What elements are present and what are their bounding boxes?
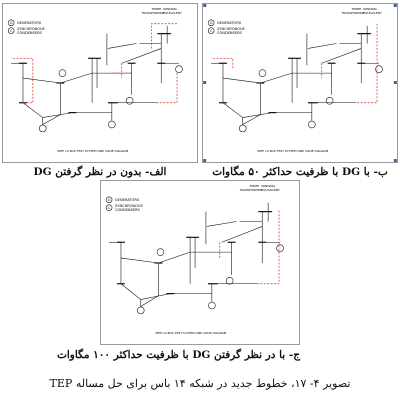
panel-a: G GENERATORS C SYNCHRONOUS CONDENSERS TH… bbox=[2, 3, 198, 163]
transformer-label-3: TRANSFORMER bbox=[340, 11, 363, 15]
legend-condensers-1: SYNCHRONOUS bbox=[217, 27, 246, 31]
diagram-c: G GENERATORS C SYNCHRONOUS CONDENSERS TH… bbox=[105, 184, 284, 335]
transformer-label-2: WINDING bbox=[163, 7, 177, 11]
diagram-footer: IEEE 14 BUS TEST SYSTEM ONE CODE DIAGRAM bbox=[58, 149, 129, 153]
transformer-label-4: EQUIVALENT bbox=[363, 11, 382, 15]
transformer-label-1: THREE bbox=[150, 7, 161, 11]
condenser-symbol: C bbox=[108, 206, 111, 210]
generator-symbol: G bbox=[210, 21, 213, 25]
generator-symbol: G bbox=[10, 21, 13, 25]
legend-generators: GENERATORS bbox=[217, 21, 242, 25]
transformer-label-1: THREE bbox=[350, 7, 361, 11]
legend-generators: GENERATORS bbox=[17, 21, 42, 25]
diagram-b: G GENERATORS C SYNCHRONOUS CONDENSERS TH… bbox=[203, 4, 397, 162]
legend-condensers-1: SYNCHRONOUS bbox=[115, 204, 144, 208]
generator-symbol: G bbox=[108, 198, 111, 202]
transformer-label-4: EQUIVALENT bbox=[261, 188, 280, 192]
panel-b: G GENERATORS C SYNCHRONOUS CONDENSERS TH… bbox=[202, 3, 398, 163]
legend-condensers-1: SYNCHRONOUS bbox=[17, 27, 46, 31]
transformer-label-2: WINDING bbox=[261, 184, 275, 188]
transformer-label-1: THREE bbox=[248, 184, 259, 188]
figure-caption: تصویر ۴- ۱۷، خطوط جدید در شبکه ۱۴ باس بر… bbox=[49, 377, 351, 390]
diagram-footer: IEEE 14 BUS TEST SYSTEM ONE CODE DIAGRAM bbox=[156, 331, 227, 335]
condenser-symbol: C bbox=[210, 29, 213, 33]
transformer-label-4: EQUIVALENT bbox=[163, 11, 182, 15]
transformer-label-3: TRANSFORMER bbox=[140, 11, 163, 15]
caption-c: ج- با در نظر گرفتن DG با ظرفیت حداکثر ۱۰… bbox=[56, 349, 300, 361]
panel-c: G GENERATORS C SYNCHRONOUS CONDENSERS TH… bbox=[100, 180, 300, 345]
selection-handles bbox=[203, 4, 397, 162]
caption-b: ب- با DG با ظرفیت حداکثر ۵۰ مگاوات bbox=[212, 166, 388, 178]
legend-condensers-2: CONDENSERS bbox=[115, 208, 141, 212]
legend-generators: GENERATORS bbox=[115, 198, 140, 202]
legend-condensers-2: CONDENSERS bbox=[217, 31, 243, 35]
transformer-label-2: WINDING bbox=[363, 7, 377, 11]
legend-condensers-2: CONDENSERS bbox=[17, 31, 43, 35]
diagram-a: G GENERATORS C SYNCHRONOUS CONDENSERS TH… bbox=[7, 7, 183, 153]
condenser-symbol: C bbox=[10, 29, 13, 33]
transformer-label-3: TRANSFORMER bbox=[239, 188, 262, 192]
diagram-footer: IEEE 14 BUS TEST SYSTEM ONE CODE DIAGRAM bbox=[258, 149, 329, 153]
caption-a: الف- بدون در نظر گرفتن DG bbox=[33, 166, 167, 178]
